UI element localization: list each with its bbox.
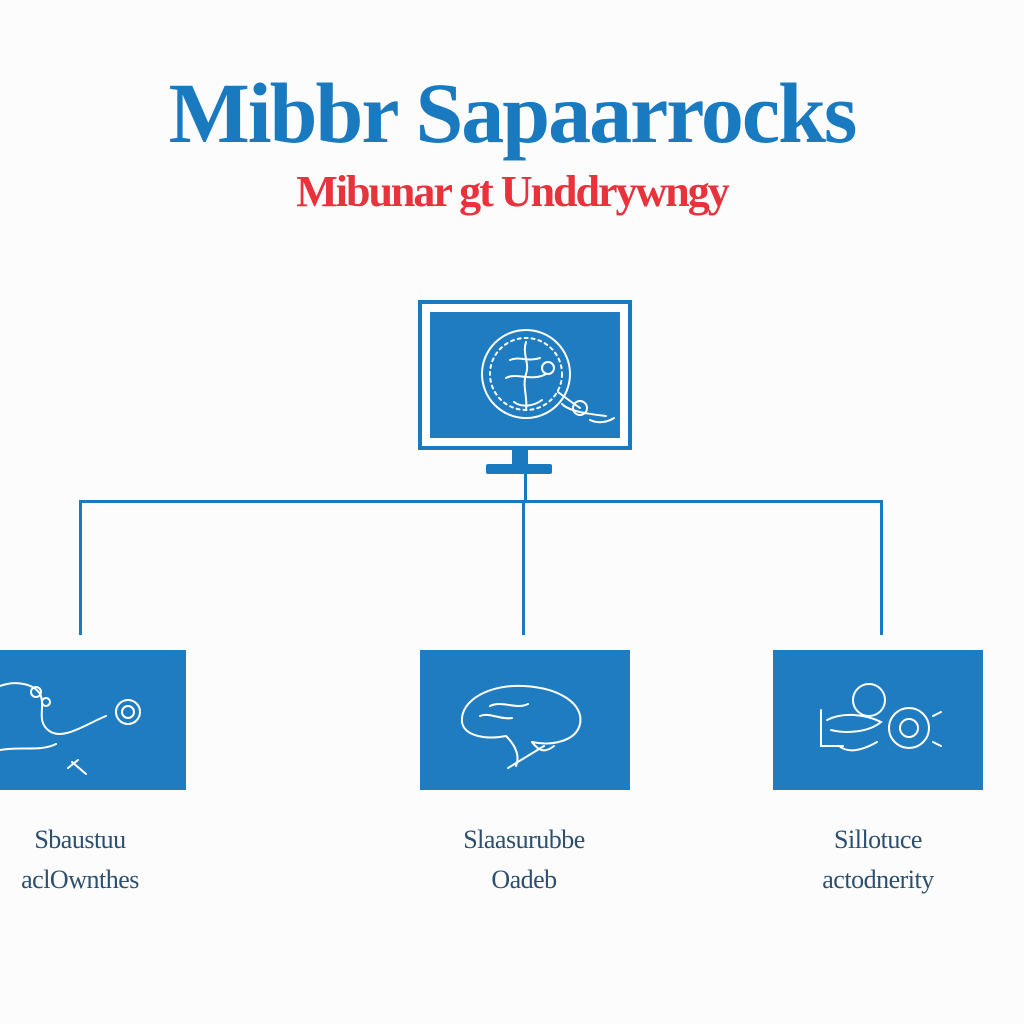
connector-center-drop — [522, 500, 525, 635]
child-label-2-line2: Oadeb — [491, 865, 557, 895]
child-label-1-line1: Sbaustuu — [34, 825, 126, 854]
child-node-3 — [773, 650, 983, 790]
child-label-1-line2: aclOwnthes — [21, 865, 139, 895]
monitor-frame — [418, 300, 632, 450]
child-label-3-line1: Sillotuce — [834, 825, 922, 854]
monitor-screen — [430, 312, 620, 438]
connector-right-drop — [880, 500, 883, 635]
diagram-subtitle: Mibunar gt Unddrywngy — [296, 167, 730, 216]
diagram-title: Mibbr Sapaarrocks — [168, 65, 858, 161]
child-label-3-line2: actodnerity — [822, 865, 934, 895]
brain-icon — [460, 684, 582, 769]
gears-icon — [820, 683, 942, 752]
connector-horizontal-bar — [79, 500, 883, 503]
monitor-base — [486, 464, 552, 474]
child-label-3: Sillotuce actodnerity — [758, 820, 998, 901]
connector-left-drop — [79, 500, 82, 635]
map-route-icon — [0, 682, 141, 775]
child-label-2: Slaasurubbe Oadeb — [404, 820, 644, 901]
connector-root-stem — [524, 474, 527, 502]
child-label-1: Sbaustuu aclOwnthes — [0, 820, 200, 901]
child-label-2-line1: Slaasurubbe — [463, 825, 585, 854]
monitor-neck — [512, 450, 528, 464]
child-node-2 — [420, 650, 630, 790]
brain-globe-icon — [481, 329, 615, 424]
child-node-1 — [0, 650, 186, 790]
